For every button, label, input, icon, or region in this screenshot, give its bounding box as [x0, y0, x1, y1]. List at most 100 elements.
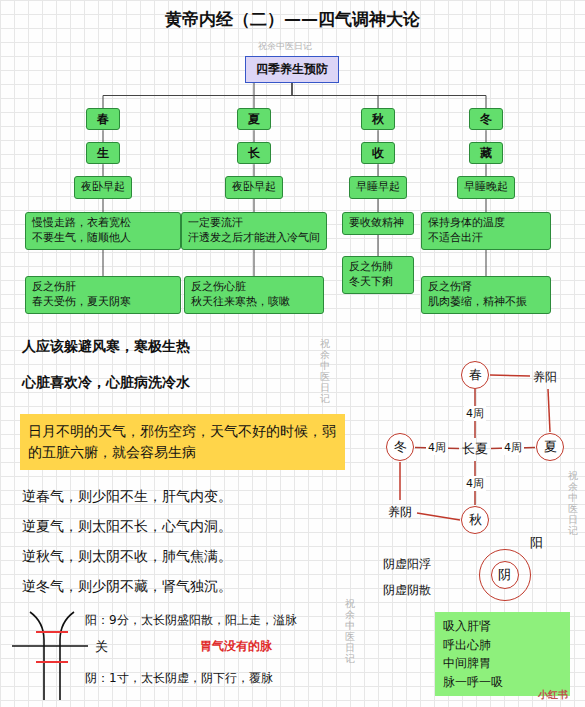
yang-circle: 阳阴 — [479, 549, 531, 601]
note-text: 逆夏气，则太阳不长，心气内洞。 — [22, 518, 232, 536]
node-text: 秋 — [370, 111, 386, 127]
advice-box: 一定要流汗汗透发之后才能进入冷气间 — [181, 212, 327, 250]
node-text: 收 — [370, 145, 386, 161]
node-text: 长 — [246, 145, 262, 161]
note-text: 心脏喜欢冷，心脏病洗冷水 — [22, 374, 190, 392]
season-box: 冬 — [469, 108, 503, 130]
node-text: 中间脾胃 — [443, 654, 562, 673]
bracket-line — [399, 462, 401, 500]
connector — [103, 199, 104, 212]
pulse-mark — [36, 631, 68, 633]
node-text: 呼出心肺 — [443, 636, 562, 655]
watermark: 祝余中医日记 — [320, 338, 330, 404]
node-text: 吸入肝肾 — [443, 617, 562, 636]
connector — [292, 83, 486, 108]
node-text: 反之伤肾 — [428, 280, 544, 295]
node-text: 反之伤心脏 — [191, 280, 317, 295]
note-text: 养阴 — [388, 504, 412, 521]
node-text: 早睡晚起 — [464, 180, 508, 195]
harm-box: 反之伤心脏秋天往来寒热，咳嗽 — [184, 276, 324, 314]
highlight-band: 日月不明的天气，邪伤空窍，天气不好的时候，弱的五脏六腑，就会容易生病 — [20, 414, 345, 470]
advice-box: 慢慢走路，衣着宽松不要生气，随顺他人 — [25, 212, 181, 250]
node-text: 反之伤肝 — [32, 280, 174, 295]
node-text: 秋 — [469, 511, 482, 529]
root-box: 四季养生预防 — [245, 56, 339, 83]
center-season: 长夏 — [460, 438, 490, 460]
note-text: 阴：1寸，太长阴虚，阴下行，覆脉 — [85, 670, 273, 687]
node-text: 冬天下痢 — [349, 275, 407, 290]
advice-box: 要收敛精神 — [342, 212, 414, 235]
principle-box: 生 — [86, 142, 120, 164]
connector — [378, 130, 379, 142]
harm-box: 反之伤肝春天受伤，夏天阴寒 — [25, 276, 181, 314]
connector — [486, 250, 487, 276]
pulse-line — [30, 612, 44, 700]
sleep-box: 早睡早起 — [349, 176, 407, 199]
season-circle: 夏 — [536, 433, 564, 461]
edge-label: 4周 — [464, 476, 486, 491]
node-text: 藏 — [478, 145, 494, 161]
node-text: 慢慢走路，衣着宽松 — [32, 216, 174, 231]
principle-box: 收 — [361, 142, 395, 164]
connector — [378, 235, 379, 256]
connector — [254, 164, 255, 176]
node-text: 夏 — [246, 111, 262, 127]
node-text: 早睡早起 — [356, 180, 400, 195]
connector — [486, 164, 487, 176]
edge-label: 4周 — [426, 440, 448, 455]
node-text: 保持身体的温度 — [428, 216, 544, 231]
season-circle: 秋 — [461, 506, 489, 534]
note-text: 胃气没有的脉 — [200, 638, 272, 655]
node-text: 不适合出汗 — [428, 231, 544, 246]
season-box: 夏 — [237, 108, 271, 130]
advice-box: 保持身体的温度不适合出汗 — [421, 212, 551, 250]
node-text: 肌肉萎缩，精神不振 — [428, 295, 544, 310]
node-text: 夏 — [544, 438, 557, 456]
node-text: 四季养生预防 — [256, 61, 328, 78]
connector — [378, 199, 379, 212]
connector — [486, 199, 487, 212]
watermark: 祝余中医日记 — [345, 598, 355, 664]
node-text: 春天受伤，夏天阴寒 — [32, 295, 174, 310]
node-text: 一定要流汗 — [188, 216, 320, 231]
node-text: 不要生气，随顺他人 — [32, 231, 174, 246]
note-text: 小红书 — [538, 688, 568, 702]
harm-box: 反之伤肾肌肉萎缩，精神不振 — [421, 276, 551, 314]
node-text: 反之伤肺 — [349, 260, 407, 275]
connector — [378, 164, 379, 176]
season-circle: 春 — [461, 361, 489, 389]
node-text: 要收敛精神 — [349, 216, 407, 231]
bracket-line — [417, 513, 460, 520]
note-text: 人应该躲避风寒，寒极生热 — [22, 338, 190, 356]
node-text: 夜卧早起 — [81, 180, 125, 195]
watermark: 祝余中医日记 — [568, 470, 578, 536]
node-text: 长夏 — [462, 440, 488, 458]
watermark: 祝余中医日记 — [258, 40, 312, 53]
node-text: 冬 — [478, 111, 494, 127]
node-text: 冬 — [394, 438, 407, 456]
season-box: 春 — [86, 108, 120, 130]
principle-box: 长 — [237, 142, 271, 164]
connector — [103, 250, 104, 276]
connector — [486, 130, 487, 142]
note-text: 逆春气，则少阳不生，肝气内变。 — [22, 488, 232, 506]
node-text: 阳 — [530, 534, 543, 552]
node-text: 夜卧早起 — [232, 180, 276, 195]
node-text: 脉一呼一吸 — [443, 673, 562, 692]
connector — [254, 83, 255, 108]
pulse-line — [12, 645, 88, 647]
sleep-box: 夜卧早起 — [225, 176, 283, 199]
connector — [103, 130, 104, 142]
principle-box: 藏 — [469, 142, 503, 164]
connector — [103, 83, 292, 108]
node-text: 春 — [469, 366, 482, 384]
connector — [254, 130, 255, 142]
yin-circle: 阴 — [491, 561, 519, 589]
breath-box: 吸入肝肾呼出心肺中间脾胃脉一呼一吸 — [435, 612, 570, 696]
node-text: 秋天往来寒热，咳嗽 — [191, 295, 317, 310]
sleep-box: 早睡晚起 — [457, 176, 515, 199]
connector — [254, 199, 255, 212]
bracket-line — [490, 375, 530, 376]
node-text: 春 — [95, 111, 111, 127]
